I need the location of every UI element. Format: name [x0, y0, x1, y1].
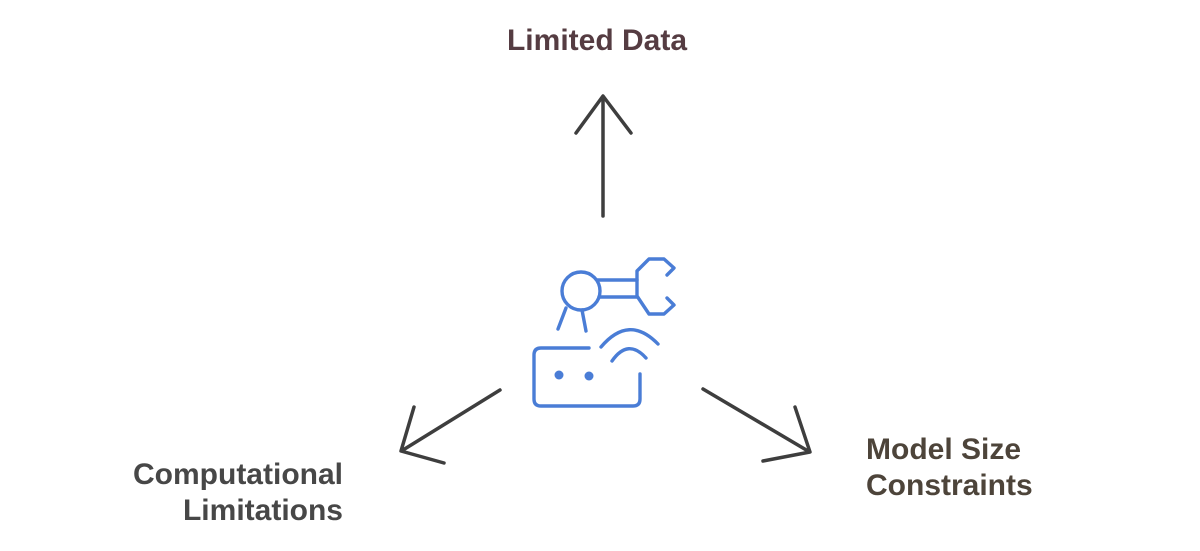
support-legs	[556, 306, 588, 333]
arrow-down-left-icon	[399, 388, 502, 465]
indicator-dots	[554, 370, 594, 381]
label-model-size-constraints-line1: Model Size	[866, 433, 1022, 466]
base-unit	[532, 346, 642, 408]
label-computational-limitations: Computational Limitations	[133, 457, 343, 529]
arm-joint-circle	[560, 270, 602, 312]
arm-links	[595, 278, 639, 299]
label-limited-data: Limited Data	[506, 24, 688, 57]
wifi-signal-icon	[599, 328, 660, 363]
gripper-claw-icon	[635, 257, 676, 316]
label-computational-limitations-line1: Computational	[133, 458, 343, 491]
label-computational-limitations-line2: Limitations	[182, 494, 343, 527]
robot-arm-icon	[532, 257, 676, 408]
label-model-size-constraints: Model Size Constraints	[866, 432, 1033, 504]
arrow-up-icon	[574, 94, 633, 218]
arrow-down-right-icon	[701, 387, 812, 463]
label-model-size-constraints-line2: Constraints	[866, 469, 1033, 502]
